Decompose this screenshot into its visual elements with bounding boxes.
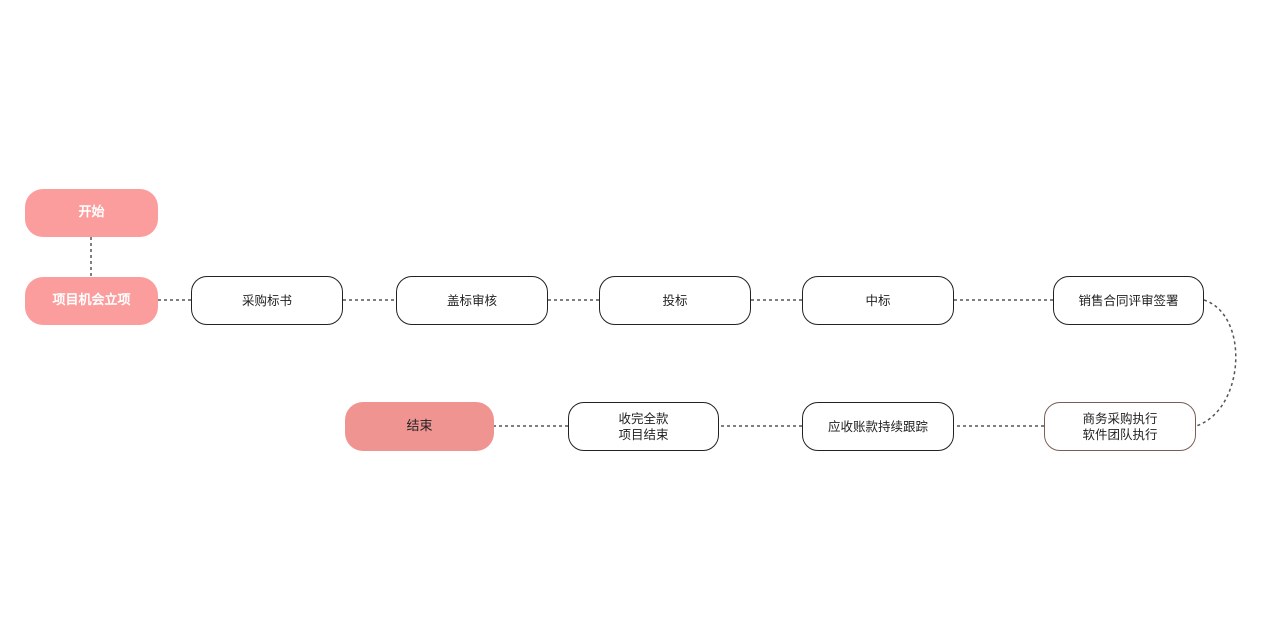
execution-label-line1: 商务采购执行 xyxy=(1082,410,1158,426)
end-node[interactable]: 结束 xyxy=(345,402,494,451)
end-label: 结束 xyxy=(406,418,433,434)
start-label: 开始 xyxy=(78,205,105,220)
receivables-label: 应收账款持续跟踪 xyxy=(827,418,928,434)
connector-contract-to-execution xyxy=(1195,299,1237,427)
project-setup-node[interactable]: 项目机会立项 xyxy=(25,277,158,325)
stamp-review-label: 盖标审核 xyxy=(446,292,497,308)
receivables-node[interactable]: 应收账款持续跟踪 xyxy=(802,402,954,451)
bid-docs-label: 采购标书 xyxy=(241,292,292,308)
contract-node[interactable]: 销售合同评审签署 xyxy=(1053,276,1204,325)
submit-bid-label: 投标 xyxy=(662,292,688,308)
stamp-review-node[interactable]: 盖标审核 xyxy=(396,276,548,325)
win-bid-node[interactable]: 中标 xyxy=(802,276,954,325)
win-bid-label: 中标 xyxy=(865,292,891,308)
start-node[interactable]: 开始 xyxy=(25,189,158,237)
final-payment-node[interactable]: 收完全款 项目结束 xyxy=(568,402,719,451)
final-payment-label-line1: 收完全款 xyxy=(618,410,669,426)
project-setup-label: 项目机会立项 xyxy=(52,293,131,308)
contract-label: 销售合同评审签署 xyxy=(1078,292,1179,308)
submit-bid-node[interactable]: 投标 xyxy=(599,276,751,325)
execution-label-line2: 软件团队执行 xyxy=(1082,426,1158,442)
bid-docs-node[interactable]: 采购标书 xyxy=(191,276,343,325)
execution-node[interactable]: 商务采购执行 软件团队执行 xyxy=(1044,402,1196,451)
final-payment-label-line2: 项目结束 xyxy=(618,426,669,442)
